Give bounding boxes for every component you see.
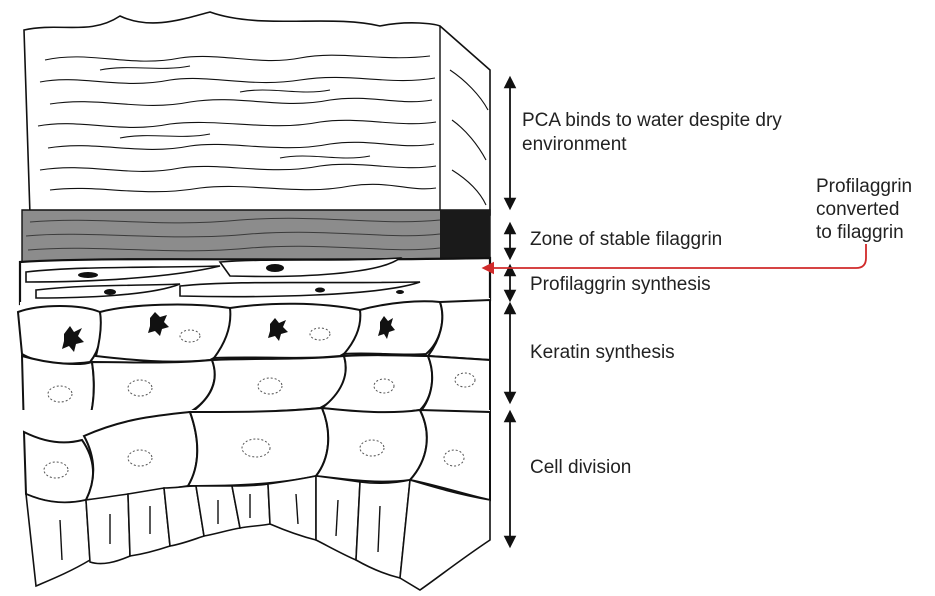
granular-zone bbox=[22, 210, 490, 262]
cell-division-label: Cell division bbox=[530, 456, 631, 480]
flattened-cell-layer bbox=[20, 258, 490, 304]
stratum-corneum bbox=[24, 12, 490, 215]
keratin-synthesis-label: Keratin synthesis bbox=[530, 341, 675, 365]
conversion-label-line-3: to filaggrin bbox=[816, 221, 935, 244]
stable-filaggrin-label: Zone of stable filaggrin bbox=[530, 228, 722, 252]
conversion-label-line-2: converted bbox=[816, 198, 935, 221]
profilaggrin-synthesis-label: Profilaggrin synthesis bbox=[530, 273, 711, 297]
conversion-label: Profilaggrin converted to filaggrin bbox=[816, 175, 935, 244]
pca-binds-label: PCA binds to water despite dry environme… bbox=[522, 109, 852, 157]
basal-cell-layer bbox=[20, 408, 490, 590]
conversion-label-line-1: Profilaggrin bbox=[816, 175, 935, 198]
